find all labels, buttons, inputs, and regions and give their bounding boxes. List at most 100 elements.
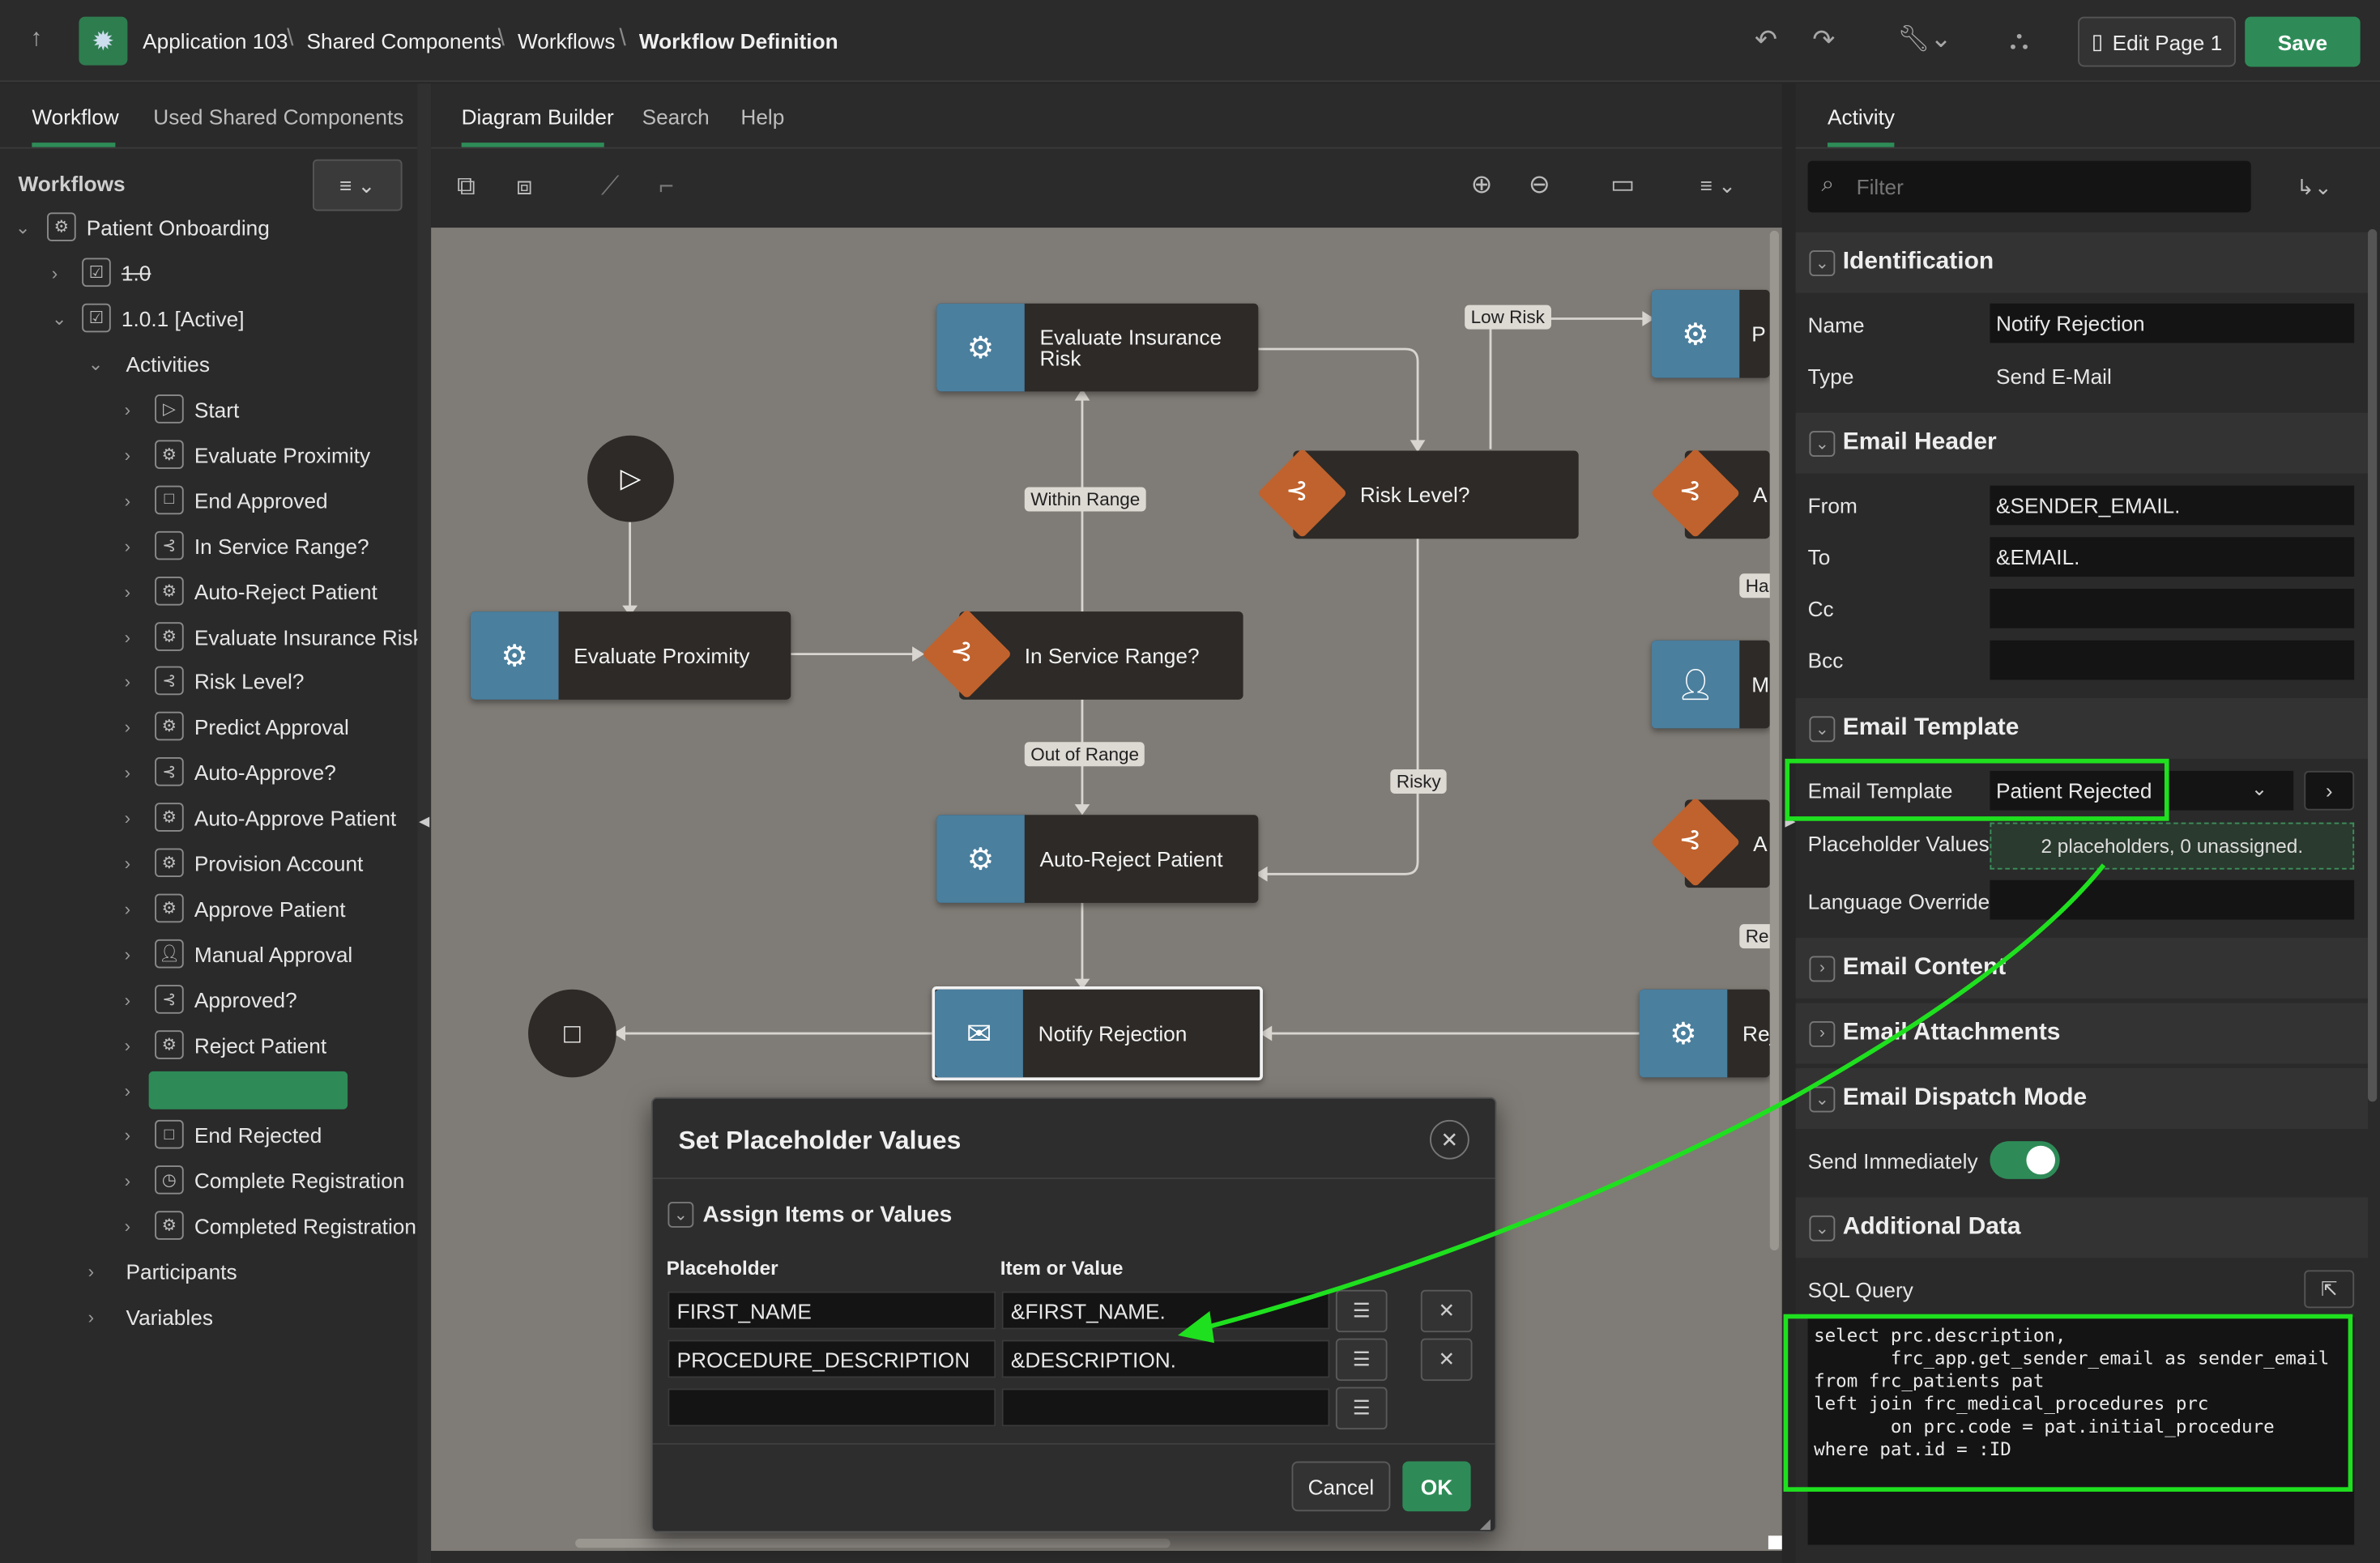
expand-editor-icon[interactable]: ⇱	[2304, 1270, 2355, 1309]
send-immediately-toggle[interactable]	[1990, 1141, 2060, 1179]
expand-chevron-icon[interactable]: ⌄	[15, 216, 31, 239]
tree-item-activity[interactable]: Approve Patient	[194, 896, 346, 922]
value-field[interactable]	[1001, 1388, 1330, 1427]
edge-label-out-of-range[interactable]: Out of Range	[1024, 742, 1145, 767]
tree-item-activity[interactable]: In Service Range?	[194, 533, 369, 558]
start-event[interactable]: ▷	[587, 435, 674, 522]
edge-label-within-range[interactable]: Within Range	[1024, 487, 1146, 512]
to-field[interactable]: &EMAIL.	[1990, 537, 2355, 577]
expand-chevron-icon[interactable]: ›	[124, 444, 131, 466]
elbow-connector-icon[interactable]: ⌐	[659, 171, 674, 201]
placeholder-field[interactable]	[668, 1388, 996, 1427]
sql-query-editor[interactable]: select prc.description, frc_app.get_send…	[1807, 1317, 2355, 1545]
edit-page-button[interactable]: ▯ Edit Page 1	[2078, 16, 2236, 67]
tab-help[interactable]: Help	[740, 104, 785, 130]
tree-item-activity[interactable]: End Approved	[194, 488, 328, 513]
expand-chevron-icon[interactable]: ›	[124, 989, 131, 1011]
expand-chevron-icon[interactable]: ›	[124, 534, 131, 557]
breadcrumb-application[interactable]: Application 103	[143, 28, 288, 53]
shared-components-icon[interactable]: ⛬	[2009, 23, 2029, 55]
section-email-template[interactable]: ⌄ Email Template	[1795, 697, 2369, 759]
tree-item-activity[interactable]: Predict Approval	[194, 715, 349, 740]
add-activity-icon[interactable]: ⧉	[456, 171, 476, 201]
tree-item-activities[interactable]: Activities	[126, 351, 211, 377]
expand-chevron-icon[interactable]: ›	[124, 943, 131, 965]
expand-chevron-icon[interactable]: ›	[124, 625, 131, 648]
save-button[interactable]: Save	[2245, 16, 2361, 67]
email-template-select[interactable]: Patient Rejected	[1990, 770, 2294, 811]
expand-chevron-icon[interactable]: ⌄	[51, 308, 67, 330]
tree-item-variables[interactable]: Variables	[126, 1305, 213, 1330]
tree-item-version[interactable]: 1.0	[121, 261, 151, 286]
tree-item-activity[interactable]: Approved?	[194, 987, 297, 1012]
wrench-menu-icon[interactable]: 🔧︎⌄	[1897, 23, 1952, 53]
breadcrumb-shared-components[interactable]: Shared Components	[306, 28, 502, 53]
tree-item-workflow[interactable]: Patient Onboarding	[86, 215, 270, 241]
ok-button[interactable]: OK	[1402, 1461, 1471, 1512]
collapse-section-icon[interactable]: ⌄	[668, 1202, 694, 1228]
tree-item-activity[interactable]: Evaluate Proximity	[194, 442, 371, 467]
close-icon[interactable]: ✕	[1430, 1119, 1469, 1160]
tree-item-activity[interactable]: Auto-Approve Patient	[194, 806, 397, 831]
list-icon[interactable]: ☰	[1335, 1386, 1388, 1430]
from-field[interactable]: &SENDER_EMAIL.	[1990, 485, 2355, 526]
placeholder-field[interactable]: PROCEDURE_DESCRIPTION	[668, 1339, 996, 1378]
collapse-left-icon[interactable]: ◀	[419, 813, 430, 829]
language-override-field[interactable]	[1990, 879, 2355, 920]
expand-chevron-icon[interactable]: ›	[124, 580, 131, 603]
value-field[interactable]: &DESCRIPTION.	[1001, 1339, 1330, 1378]
app-logo-icon[interactable]: ✹	[79, 16, 128, 66]
node-predict-approval-cut[interactable]: ⚙ P	[1651, 289, 1770, 378]
tree-item-activity[interactable]: Evaluate Insurance Risk	[194, 624, 424, 649]
tab-search[interactable]: Search	[642, 104, 710, 130]
section-email-dispatch-mode[interactable]: ⌄ Email Dispatch Mode	[1795, 1068, 2369, 1130]
diagram-menu-icon[interactable]: ≡ ⌄	[1700, 172, 1737, 198]
tree-item-participants[interactable]: Participants	[126, 1259, 237, 1284]
expand-chevron-icon[interactable]: ›	[51, 262, 58, 284]
section-additional-data[interactable]: ⌄ Additional Data	[1795, 1197, 2369, 1258]
expand-chevron-icon[interactable]: ›	[124, 807, 131, 829]
straight-connector-icon[interactable]: ⟋	[600, 171, 620, 201]
redo-icon[interactable]: ↷	[1812, 23, 1836, 55]
chevron-right-icon[interactable]: ›	[2304, 770, 2355, 811]
expand-chevron-icon[interactable]: ›	[124, 671, 131, 693]
expand-chevron-icon[interactable]: ›	[124, 761, 131, 784]
tab-workflow[interactable]: Workflow	[32, 104, 119, 130]
expand-chevron-icon[interactable]: ⌄	[87, 353, 104, 375]
expand-chevron-icon[interactable]: ›	[124, 898, 131, 920]
bcc-field[interactable]	[1990, 640, 2355, 680]
placeholder-values-button[interactable]: 2 placeholders, 0 unassigned.	[1990, 822, 2355, 870]
tree-item-activity[interactable]: End Rejected	[194, 1123, 322, 1148]
section-identification[interactable]: ⌄ Identification	[1795, 232, 2369, 293]
resize-handle-icon[interactable]: ◢	[1479, 1515, 1491, 1531]
breadcrumb-workflows[interactable]: Workflows	[517, 28, 616, 53]
section-email-header[interactable]: ⌄ Email Header	[1795, 412, 2369, 474]
canvas-vertical-scrollbar[interactable]	[1769, 230, 1780, 1250]
tree-item-activity[interactable]: Start	[194, 397, 240, 422]
zoom-out-icon[interactable]: ⊖	[1528, 169, 1550, 199]
edge-label-risky[interactable]: Risky	[1390, 769, 1448, 794]
add-gateway-icon[interactable]: ⧈	[516, 171, 533, 201]
node-manual-approval-cut[interactable]: 👤︎ M	[1651, 640, 1770, 729]
expand-chevron-icon[interactable]: ›	[124, 716, 131, 739]
expand-chevron-icon[interactable]: ›	[124, 1216, 131, 1237]
expand-chevron-icon[interactable]: ›	[124, 1170, 131, 1192]
right-panel-scrollbar[interactable]	[2368, 228, 2378, 1102]
remove-row-icon[interactable]: ✕	[1420, 1289, 1473, 1333]
list-icon[interactable]: ☰	[1335, 1289, 1388, 1333]
edge-label-low-risk[interactable]: Low Risk	[1465, 305, 1551, 330]
remove-row-icon[interactable]: ✕	[1420, 1338, 1473, 1382]
go-to-menu-icon[interactable]: ↳⌄	[2296, 174, 2332, 199]
tree-item-activity[interactable]: Provision Account	[194, 851, 364, 876]
section-email-content[interactable]: › Email Content	[1795, 937, 2369, 999]
tab-used-shared-components[interactable]: Used Shared Components	[153, 104, 404, 130]
value-field[interactable]: &FIRST_NAME.	[1001, 1291, 1330, 1330]
tree-menu-button[interactable]: ≡ ⌄	[312, 159, 403, 211]
tree-item-activity[interactable]: Auto-Reject Patient	[194, 579, 377, 604]
tree-item-activity[interactable]: Reject Patient	[194, 1033, 327, 1058]
tree-item-activity[interactable]: Completed Registration	[194, 1214, 416, 1239]
expand-chevron-icon[interactable]: ›	[87, 1261, 95, 1283]
name-field[interactable]: Notify Rejection	[1990, 303, 2355, 343]
edge-label-re-cut[interactable]: Re	[1739, 924, 1776, 949]
expand-chevron-icon[interactable]: ›	[124, 853, 131, 875]
